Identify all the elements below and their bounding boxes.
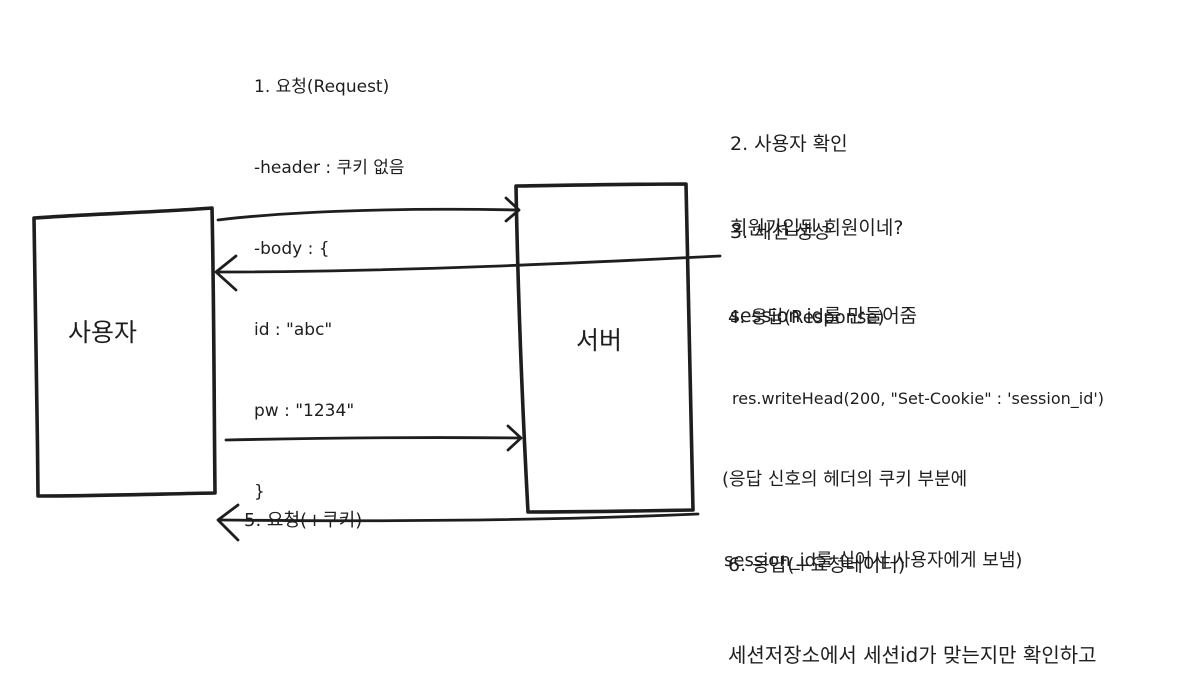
note-response-line: session_id를 실어서 사용자에게 보냄): [724, 550, 1023, 571]
note-verify-line: 2. 사용자 확인: [730, 133, 848, 155]
note-response-line: (응답 신호의 헤더의 쿠키 부분에: [722, 469, 968, 490]
server-box: [514, 182, 695, 514]
note-request-line: -body : {: [254, 239, 330, 259]
note-response-data-line: 6. 응답(+요청데이터): [728, 554, 906, 576]
arrow-request: [216, 196, 521, 223]
note-request: 1. 요청(Request) -header : 쿠키 없음 -body : {…: [254, 20, 405, 533]
note-request-line: id : "abc": [254, 320, 333, 340]
note-request-line: 1. 요청(Request): [254, 77, 390, 97]
note-response-line: 4. 응답(Response): [728, 307, 885, 328]
client-label: 사용자: [68, 318, 138, 347]
arrow-request-cookie: [224, 424, 523, 452]
note-request-cookie-line: 5. 요청(+쿠키): [244, 510, 363, 531]
note-response-line: res.writeHead(200, "Set-Cookie" : 'sessi…: [732, 389, 1105, 408]
note-request-cookie: 5. 요청(+쿠키): [244, 456, 362, 560]
server-label: 서버: [576, 326, 623, 355]
note-create-session: 3. 세션 생성 session id를 만들어줌: [730, 162, 917, 358]
note-response-data: 6. 응답(+요청데이터) 세션저장소에서 세션id가 맞는지만 확인하고: [728, 490, 1097, 700]
note-verify-line: 회원가입된 회원이네?: [730, 217, 904, 239]
note-response: 4. 응답(Response) res.writeHead(200, "Set-…: [722, 250, 1105, 601]
arrow-response-data: [216, 503, 700, 542]
note-request-line: pw : "1234": [254, 401, 355, 421]
sequence-diagram: [32, 182, 722, 542]
arrow-response: [214, 254, 722, 292]
note-request-line: -header : 쿠키 없음: [254, 158, 405, 178]
note-create-session-line: 3. 세션 생성: [730, 221, 831, 243]
note-request-line: }: [254, 482, 265, 502]
client-box: [32, 206, 217, 498]
note-verify: 2. 사용자 확인 회원가입된 회원이네?: [730, 74, 903, 270]
note-response-data-line: 세션저장소에서 세션id가 맞는지만 확인하고: [728, 643, 1097, 667]
note-create-session-line: session id를 만들어줌: [730, 305, 918, 327]
